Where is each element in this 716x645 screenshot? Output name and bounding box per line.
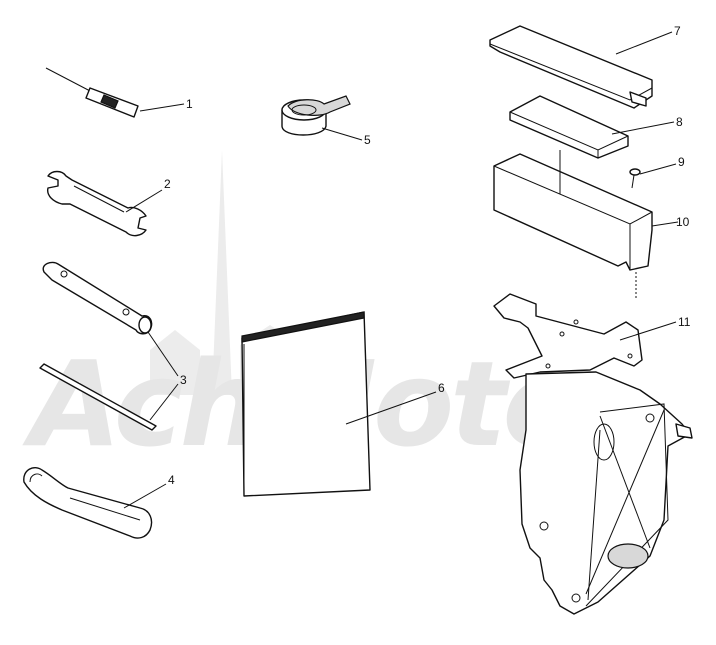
toolbox-icon [493,150,653,271]
tommy-bar-icon [39,363,157,431]
spanner-wrench-icon [23,466,153,539]
callout-5: 5 [364,133,371,147]
wrench-icon [47,170,147,237]
callout-1: 1 [186,97,193,111]
callout-8: 8 [676,115,683,129]
callout-6: 6 [438,381,445,395]
screwdriver-icon [45,67,139,118]
callout-10: 10 [676,215,690,229]
callout-2: 2 [164,177,171,191]
recoil-housing-icon [519,371,693,615]
toolbox-lid-icon [489,25,653,109]
callout-4: 4 [168,473,175,487]
socket-wrench-icon [42,261,153,335]
tape-roll-icon [281,95,351,136]
callout-7: 7 [674,24,681,38]
owners-manual-icon [241,311,371,497]
screw-icon [629,168,641,189]
mounting-bracket-icon [493,293,643,379]
callout-11: 11 [678,315,691,329]
foam-pad-icon [509,95,629,159]
callout-3: 3 [180,373,187,387]
callout-9: 9 [678,155,685,169]
